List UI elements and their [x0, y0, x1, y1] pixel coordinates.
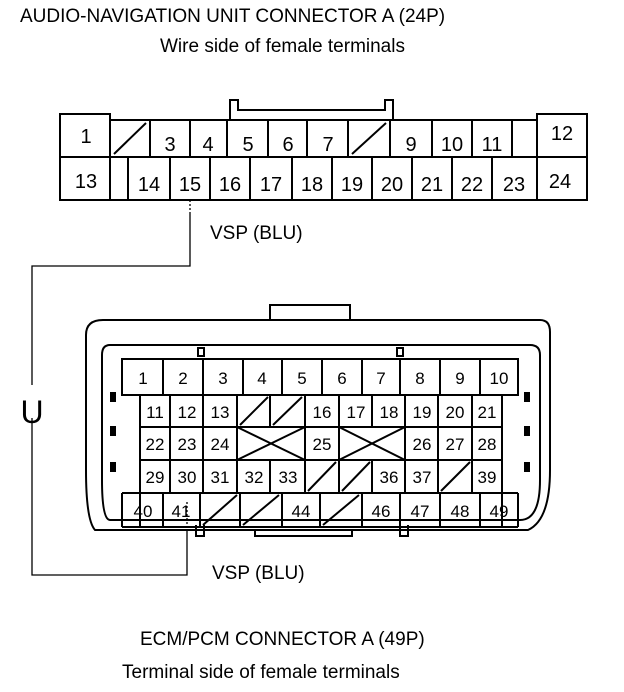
- wire-label-a: VSP (BLU): [210, 223, 303, 244]
- terminal-b-1: 1: [138, 369, 147, 388]
- terminal-b-32: 32: [245, 468, 264, 487]
- terminal-a-10: 10: [441, 134, 463, 156]
- terminal-b-28: 28: [478, 435, 497, 454]
- terminal-b-26: 26: [413, 435, 432, 454]
- terminal-b-46: 46: [372, 502, 391, 521]
- connector-b-subtitle: Terminal side of female terminals: [122, 662, 400, 683]
- terminal-b-5: 5: [297, 369, 306, 388]
- terminal-b-23: 23: [178, 435, 197, 454]
- terminal-a-17: 17: [260, 174, 282, 196]
- connector-a-subtitle: Wire side of female terminals: [160, 36, 405, 57]
- terminal-b-12: 12: [178, 403, 197, 422]
- connector-a-housing: [59, 99, 588, 201]
- terminal-a-11: 11: [482, 134, 503, 156]
- terminal-a-13: 13: [75, 171, 97, 193]
- terminal-a-24: 24: [549, 171, 571, 193]
- terminal-a-20: 20: [381, 174, 403, 196]
- terminal-a-14: 14: [138, 174, 160, 196]
- terminal-b-3: 3: [218, 369, 227, 388]
- terminal-b-9: 9: [455, 369, 464, 388]
- terminal-a-18: 18: [301, 174, 323, 196]
- wire-break-symbol: U: [20, 394, 43, 430]
- terminal-a-9: 9: [405, 134, 416, 156]
- terminal-a-23: 23: [503, 174, 525, 196]
- terminal-b-36: 36: [380, 468, 399, 487]
- terminal-b-7: 7: [376, 369, 385, 388]
- terminal-b-39: 39: [478, 468, 497, 487]
- terminal-b-33: 33: [279, 468, 298, 487]
- terminal-b-22: 22: [146, 435, 165, 454]
- connector-a-title: AUDIO-NAVIGATION UNIT CONNECTOR A (24P): [20, 6, 446, 27]
- terminal-a-12: 12: [551, 123, 573, 145]
- connector-b-housing: [85, 304, 551, 537]
- terminal-a-3: 3: [164, 134, 175, 156]
- terminal-b-11: 11: [146, 403, 164, 422]
- terminal-b-17: 17: [347, 403, 366, 422]
- terminal-b-20: 20: [446, 403, 465, 422]
- terminal-b-40: 40: [134, 502, 153, 521]
- terminal-a-19: 19: [341, 174, 363, 196]
- terminal-a-16: 16: [219, 174, 241, 196]
- terminal-a-21: 21: [421, 174, 443, 196]
- terminal-b-21: 21: [478, 403, 497, 422]
- terminal-b-25: 25: [313, 435, 332, 454]
- terminal-b-27: 27: [446, 435, 465, 454]
- wire-label-b: VSP (BLU): [212, 563, 305, 584]
- terminal-b-10: 10: [490, 369, 509, 388]
- terminal-b-6: 6: [337, 369, 346, 388]
- terminal-a-5: 5: [242, 134, 253, 156]
- terminal-b-31: 31: [211, 468, 230, 487]
- terminal-a-1: 1: [80, 126, 91, 148]
- terminal-b-37: 37: [413, 468, 432, 487]
- connector-b-detents: [110, 392, 530, 472]
- terminal-b-48: 48: [451, 502, 470, 521]
- terminal-a-4: 4: [202, 134, 213, 156]
- terminal-b-16: 16: [313, 403, 332, 422]
- terminal-a-22: 22: [461, 174, 483, 196]
- terminal-a-7: 7: [322, 134, 333, 156]
- terminal-a-15: 15: [179, 174, 201, 196]
- terminal-b-41: 41: [172, 502, 191, 521]
- connector-b-title: ECM/PCM CONNECTOR A (49P): [140, 629, 425, 650]
- terminal-b-2: 2: [178, 369, 187, 388]
- terminal-a-6: 6: [282, 134, 293, 156]
- terminal-b-8: 8: [415, 369, 424, 388]
- terminal-b-18: 18: [380, 403, 399, 422]
- terminal-b-49: 49: [490, 502, 509, 521]
- terminal-b-30: 30: [178, 468, 197, 487]
- terminal-b-4: 4: [257, 369, 266, 388]
- terminal-b-47: 47: [411, 502, 430, 521]
- vsp-wire: [31, 200, 191, 576]
- terminal-b-29: 29: [146, 468, 165, 487]
- terminal-b-13: 13: [211, 403, 230, 422]
- terminal-b-19: 19: [413, 403, 432, 422]
- terminal-b-44: 44: [292, 502, 311, 521]
- terminal-b-24: 24: [211, 435, 230, 454]
